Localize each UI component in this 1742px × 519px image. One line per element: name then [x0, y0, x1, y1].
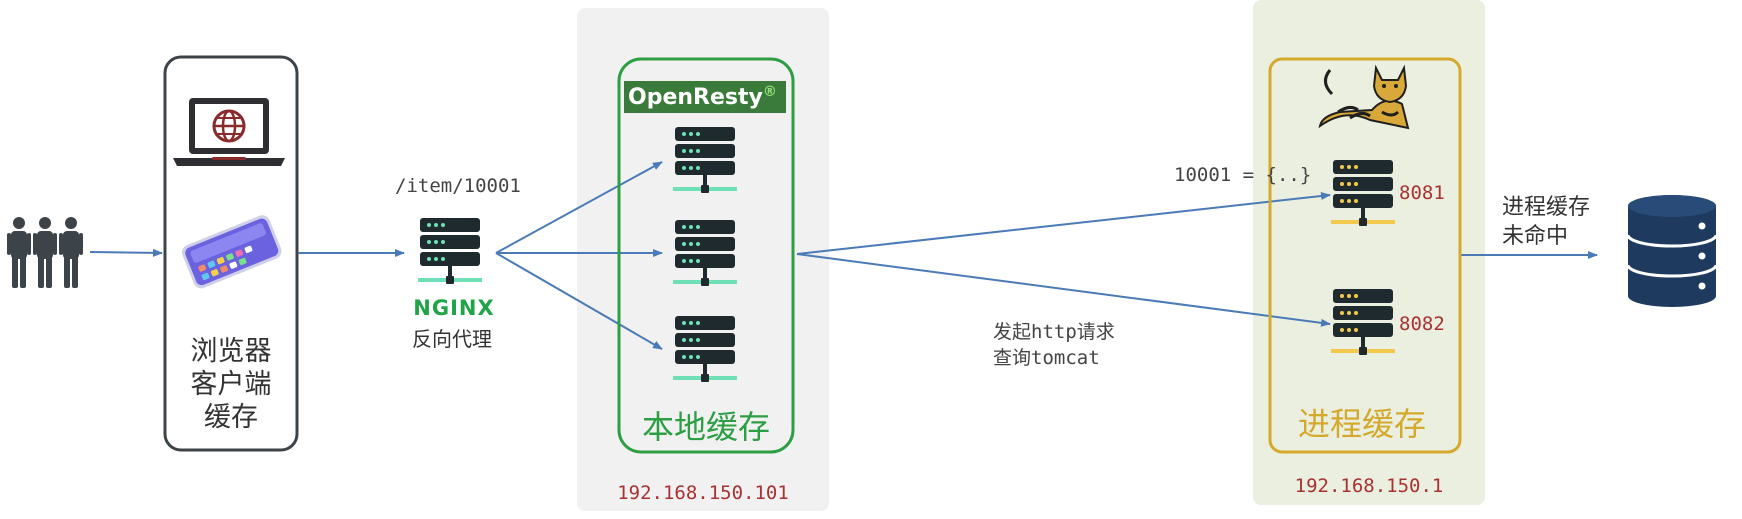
arrow-nginx-to-openresty-3	[495, 252, 663, 350]
arrow-openresty-to-tomcat-8081	[796, 192, 1331, 255]
tomcat-port-8082: 8082	[1399, 313, 1445, 335]
tomcat-box	[1268, 57, 1462, 454]
tomcat-ip: 192.168.150.1	[1295, 475, 1444, 497]
laptop-globe-icon	[173, 98, 285, 166]
browser-caption-line-3: 缓存	[204, 402, 258, 433]
browser-caption-line-1: 浏览器	[191, 336, 272, 367]
db-note-line-2: 未命中	[1502, 224, 1568, 249]
tomcat-cat-icon	[1318, 64, 1410, 130]
nginx-server-icon	[418, 218, 482, 284]
request-path-label: /item/10001	[395, 175, 521, 197]
request-note-line-1: 发起http请求	[993, 321, 1115, 343]
db-note-line-1: 进程缓存	[1502, 195, 1590, 220]
smartphone-icon	[181, 215, 282, 289]
arrow-users-to-browser	[89, 248, 163, 257]
cache-entry-label: 10001 = {..}	[1174, 164, 1311, 186]
openresty-brand: OpenResty	[628, 85, 763, 110]
browser-caption-line-2: 客户端	[191, 369, 272, 400]
tomcat-caption: 进程缓存	[1298, 405, 1426, 443]
people-icon	[7, 217, 83, 288]
openresty-logo: OpenResty®	[628, 84, 777, 110]
nginx-logo: NGINX	[413, 296, 494, 320]
request-note-line-2: 查询tomcat	[993, 347, 1100, 369]
database-icon	[1626, 195, 1718, 307]
arrow-nginx-to-openresty-1	[495, 161, 663, 254]
openresty-caption: 本地缓存	[642, 408, 770, 446]
tomcat-port-8081: 8081	[1399, 182, 1445, 204]
openresty-ip: 192.168.150.101	[617, 482, 789, 504]
nginx-caption: 反向代理	[412, 327, 492, 351]
openresty-registered-mark: ®	[763, 84, 777, 100]
openresty-box	[617, 57, 795, 454]
tomcat-host-panel	[1253, 0, 1485, 505]
arrow-openresty-to-tomcat-8082	[796, 253, 1331, 327]
openresty-logo-bg	[624, 81, 786, 113]
